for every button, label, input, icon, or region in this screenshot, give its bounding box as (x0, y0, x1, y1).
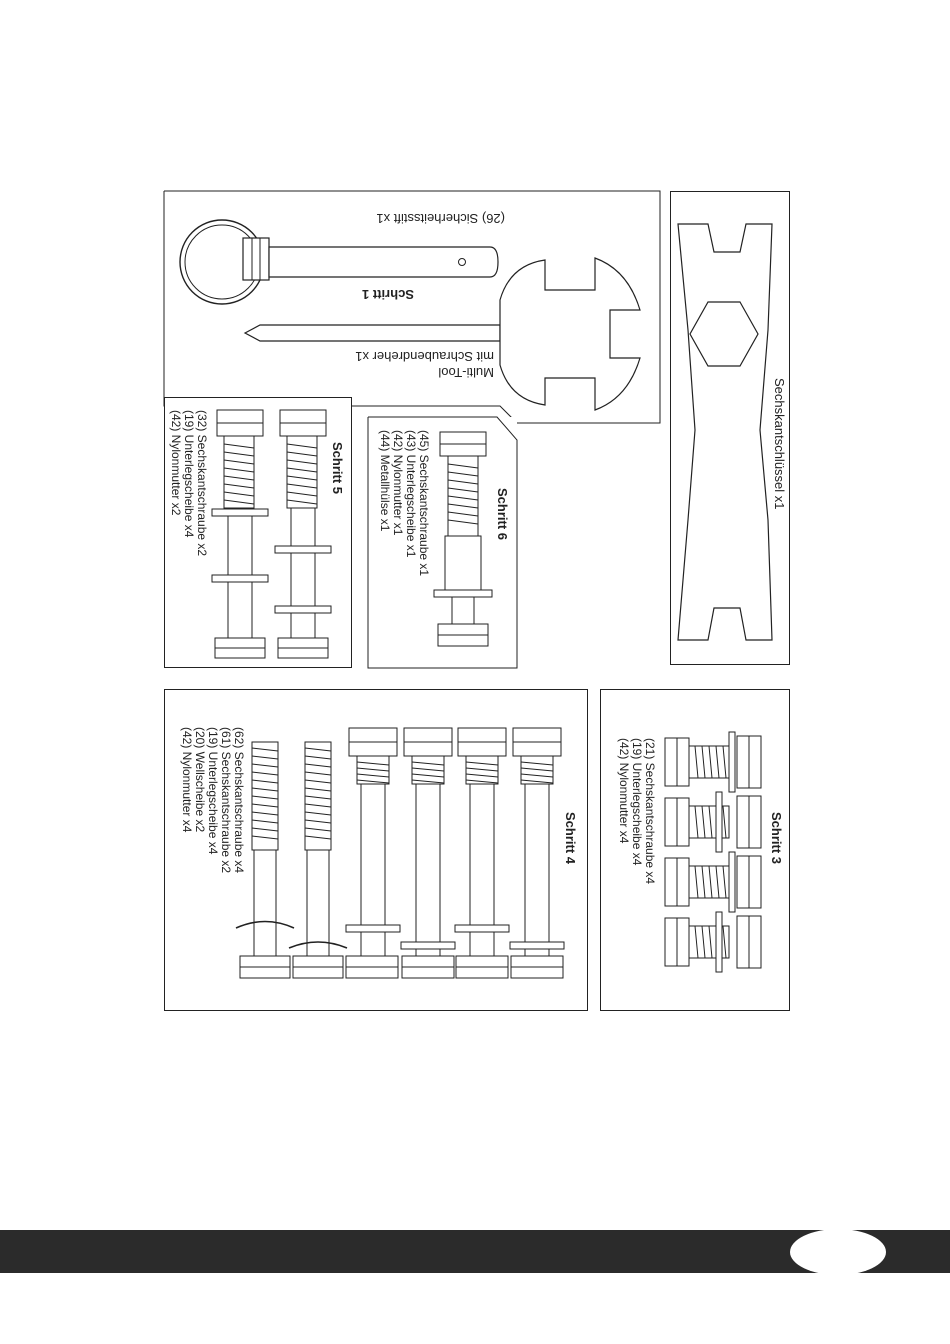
schritt3-item-3: (42) Nylonmutter x4 (617, 738, 631, 844)
page-number-badge (790, 1229, 886, 1275)
schritt3-item-1: (21) Sechskantschraube x4 (643, 738, 657, 885)
schritt3-title: Schritt 3 (769, 812, 784, 865)
schritt3-item-2: (19) Unterlegscheibe x4 (630, 738, 644, 866)
schritt5-panel (164, 397, 352, 668)
